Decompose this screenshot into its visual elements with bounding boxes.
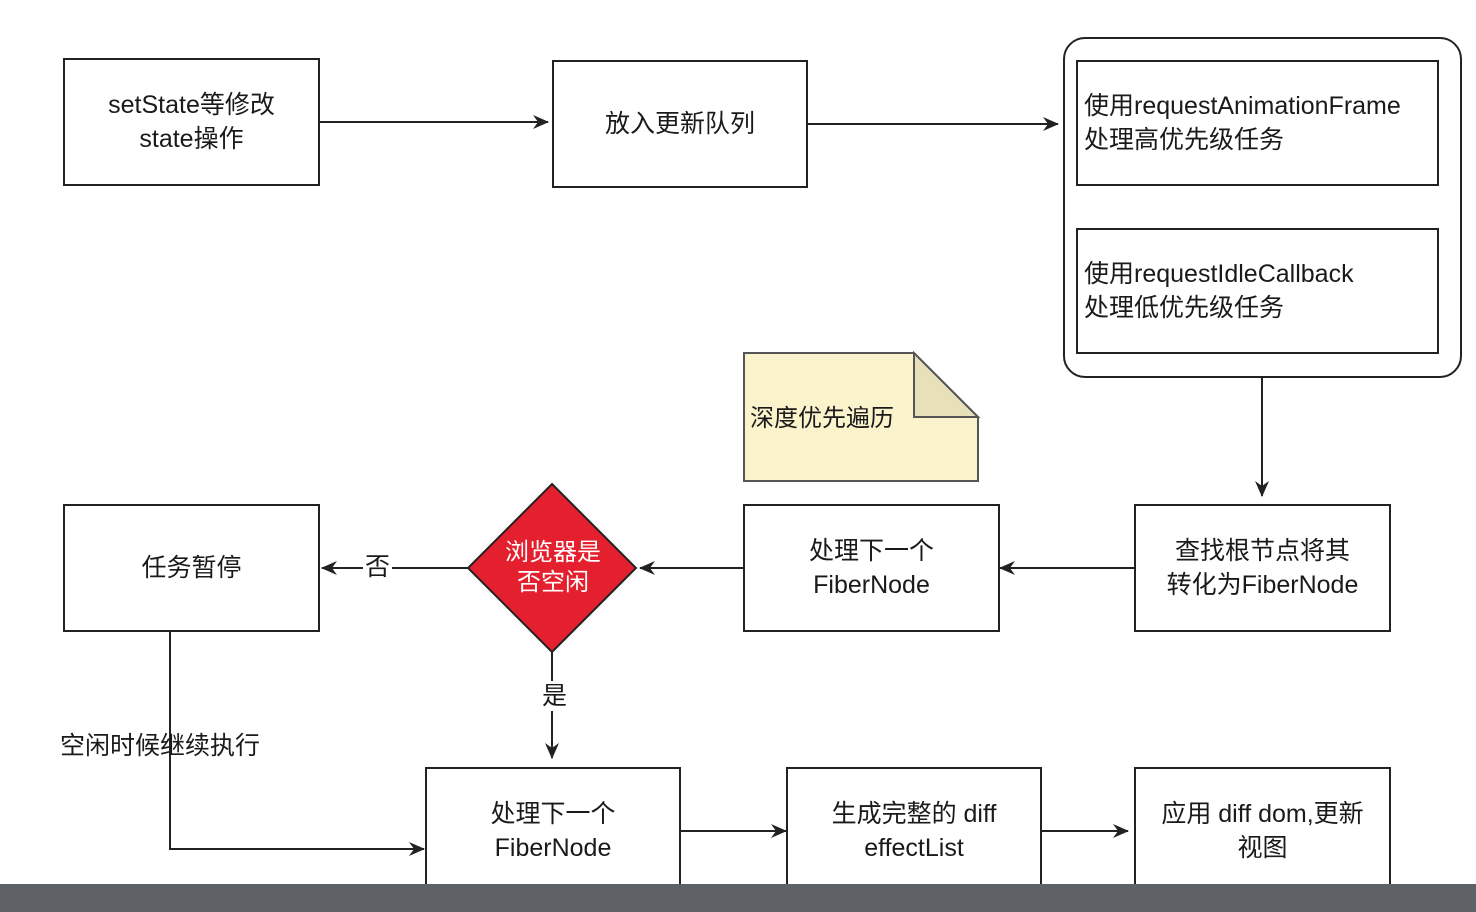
node-process-next-1-label: 处理下一个 FiberNode [808, 537, 934, 599]
edge-label-resume: 空闲时候继续执行 [60, 732, 261, 760]
node-enqueue-label: 放入更新队列 [604, 110, 755, 138]
decision-browser-idle: 浏览器是 否空闲 [470, 535, 636, 601]
edge-label-yes: 是 [541, 681, 569, 711]
node-task-pause-label: 任务暂停 [141, 554, 242, 582]
node-task-pause: 任务暂停 [63, 504, 320, 632]
edge-pause-to-process-2 [169, 632, 425, 856]
node-process-next-2: 处理下一个 FiberNode [425, 767, 681, 895]
bottom-bar [0, 884, 1476, 912]
note-depth-first: 深度优先遍历 [744, 353, 978, 481]
node-enqueue: 放入更新队列 [552, 60, 808, 188]
note-fold [913, 350, 981, 418]
node-request-animation-frame-label: 使用requestAnimationFrame 处理高优先级任务 [1084, 92, 1401, 154]
node-request-idle-callback: 使用requestIdleCallback 处理低优先级任务 [1076, 228, 1439, 354]
node-generate-diff-label: 生成完整的 diff effectList [831, 800, 997, 862]
node-process-next-1: 处理下一个 FiberNode [743, 504, 1000, 632]
node-request-idle-callback-label: 使用requestIdleCallback 处理低优先级任务 [1084, 260, 1354, 322]
node-process-next-2-label: 处理下一个 FiberNode [490, 800, 616, 862]
decision-browser-idle-label: 浏览器是 否空闲 [505, 539, 601, 596]
node-request-animation-frame: 使用requestAnimationFrame 处理高优先级任务 [1076, 60, 1439, 186]
node-generate-diff: 生成完整的 diff effectList [786, 767, 1042, 895]
node-apply-diff-label: 应用 diff dom,更新 视图 [1161, 800, 1364, 862]
node-find-root-label: 查找根节点将其 转化为FiberNode [1166, 537, 1359, 599]
node-find-root: 查找根节点将其 转化为FiberNode [1134, 504, 1391, 632]
edge-label-no: 否 [363, 552, 393, 582]
node-set-state-label: setState等修改 state操作 [108, 91, 275, 153]
node-apply-diff: 应用 diff dom,更新 视图 [1134, 767, 1391, 895]
note-label: 深度优先遍历 [750, 405, 894, 432]
node-set-state: setState等修改 state操作 [63, 58, 320, 186]
decision-diamond-shape [466, 482, 638, 654]
